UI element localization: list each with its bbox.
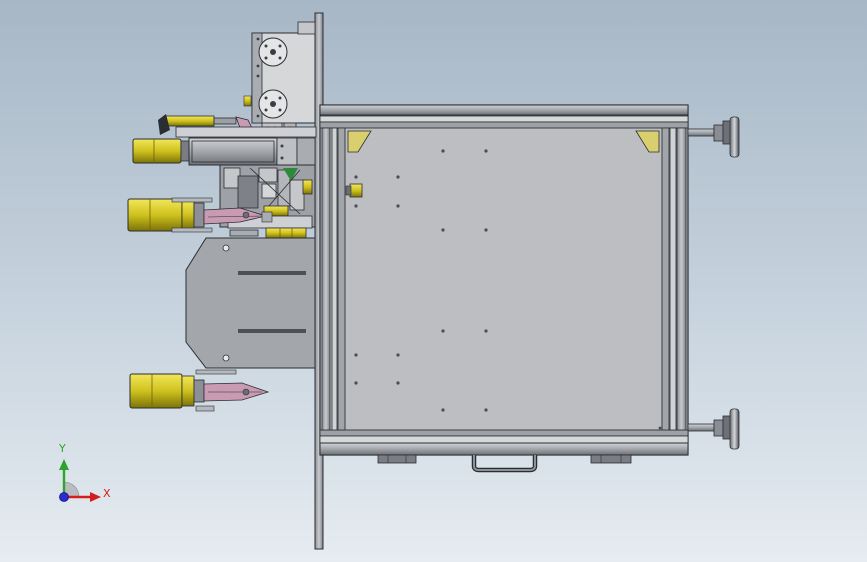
axis-triad bbox=[59, 459, 101, 502]
axis-y-arrow bbox=[59, 459, 69, 470]
middle-mechanism bbox=[219, 164, 316, 239]
axis-y-label: Y bbox=[59, 442, 66, 455]
axis-origin-z bbox=[59, 492, 69, 502]
upper-cylinder-assembly bbox=[132, 114, 317, 166]
gripper-lower bbox=[129, 369, 270, 412]
gripper-upper bbox=[127, 197, 273, 233]
leveling-foot-bottom bbox=[687, 408, 740, 450]
axis-x-arrow bbox=[90, 492, 101, 502]
bottom-fixtures bbox=[377, 454, 632, 473]
side-guard-plate bbox=[185, 237, 316, 369]
rotary-disc-top bbox=[258, 37, 288, 67]
main-frame bbox=[319, 104, 689, 456]
rotary-head-block bbox=[243, 21, 316, 134]
leveling-foot-top bbox=[687, 116, 740, 158]
axis-x-label: X bbox=[103, 487, 111, 500]
rotary-disc-bottom bbox=[258, 89, 288, 119]
